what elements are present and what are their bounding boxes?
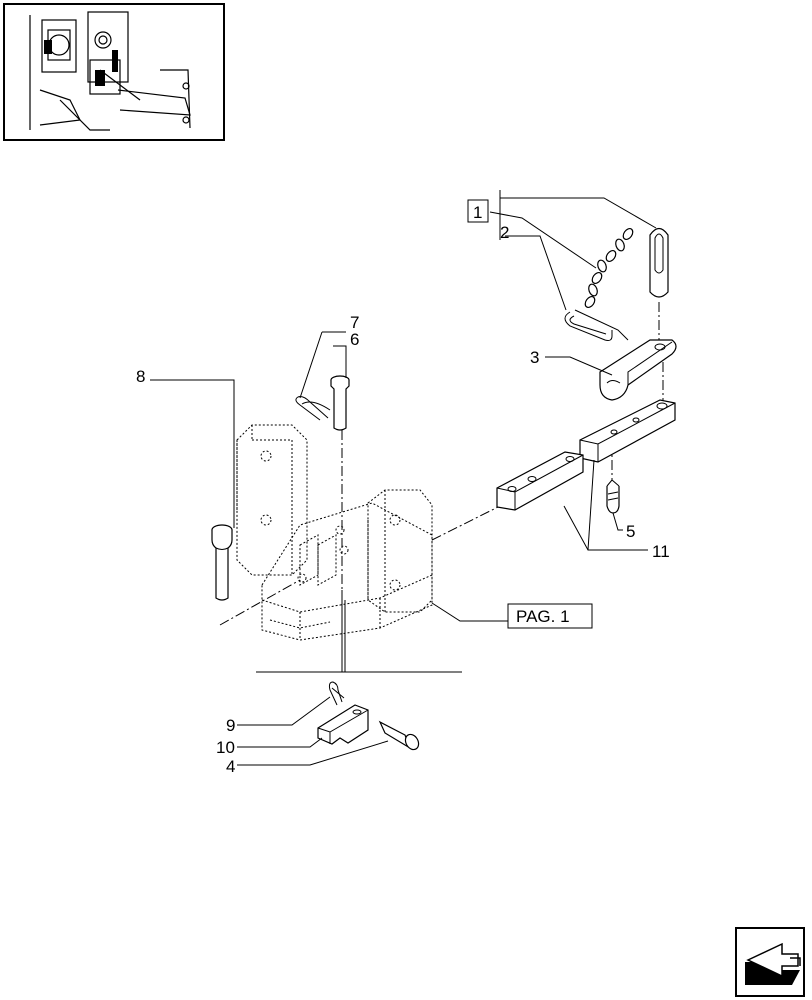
callout-4[interactable]: 4 [226,757,235,776]
next-page-arrow-icon[interactable] [735,927,805,997]
callout-10[interactable]: 10 [216,738,235,757]
part-2-spring-clip[interactable] [564,309,629,341]
part-4-pin[interactable] [378,720,421,752]
callout-2[interactable]: 2 [500,223,509,242]
part-9-r-clip[interactable] [328,681,345,706]
svg-text:1: 1 [473,203,482,222]
callout-3[interactable]: 3 [530,348,539,367]
part-1-chain[interactable] [583,227,634,309]
callout-5[interactable]: 5 [626,522,635,541]
callout-8[interactable]: 8 [136,367,145,386]
callout-9[interactable]: 9 [226,716,235,735]
part-11-drawbar-rear[interactable] [496,451,584,511]
part-1-slotted-pin[interactable] [649,227,669,298]
drawbar-support-frame [236,424,433,641]
part-5-screw[interactable] [606,479,620,514]
callout-6[interactable]: 6 [350,330,359,349]
callout-1[interactable]: 1 [467,199,489,223]
callout-7[interactable]: 7 [350,313,359,332]
part-3-drawbar-eye[interactable] [599,339,677,401]
part-11-drawbar-front[interactable] [579,399,676,463]
callout-11[interactable]: 11 [652,542,670,561]
part-6-clevis-pin[interactable] [330,375,350,431]
leader-lines [150,190,657,766]
part-7-r-clip[interactable] [295,396,331,421]
thumbnail-overview[interactable] [3,3,225,141]
svg-text:PAG. 1: PAG. 1 [516,607,570,626]
page-reference-link[interactable]: PAG. 1 [507,603,593,629]
part-10-clevis[interactable] [317,704,369,745]
assembly-axes [219,302,664,626]
part-8-stud-pin[interactable] [211,524,233,601]
